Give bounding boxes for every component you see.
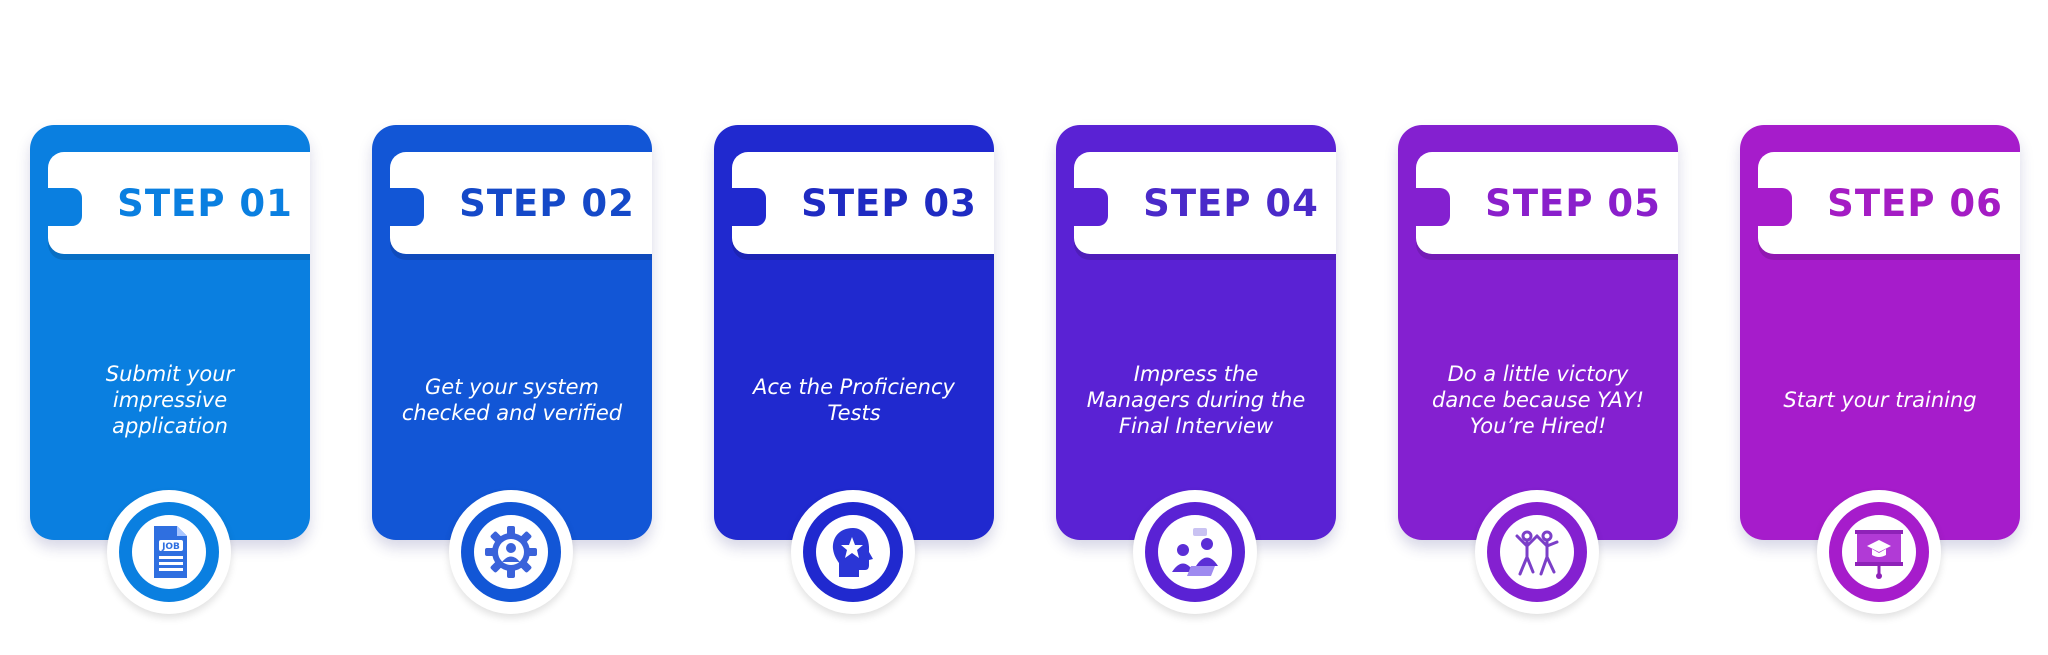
step-description: Do a little victory dance because YAY! Y… bbox=[1432, 361, 1644, 439]
step-01: STEP 01 Submit your impressive applicati… bbox=[30, 125, 310, 615]
step-05: STEP 05 Do a little victory dance becaus… bbox=[1398, 125, 1678, 615]
step-description: Start your training bbox=[1783, 387, 1977, 412]
step-tab: STEP 04 bbox=[1072, 152, 1336, 254]
step-02: STEP 02 Get your system checked and veri… bbox=[372, 125, 652, 615]
step-label: STEP 06 bbox=[1827, 181, 2003, 225]
icon-badge bbox=[1475, 490, 1599, 614]
victory-dance-icon bbox=[1515, 530, 1559, 576]
step-03: STEP 03 Ace the Proficiency Tests bbox=[714, 125, 994, 615]
step-tab: STEP 05 bbox=[1414, 152, 1678, 254]
step-description: Impress the Managers during the Final In… bbox=[1086, 361, 1306, 439]
tab-notch bbox=[1414, 188, 1450, 226]
tab-notch bbox=[46, 188, 82, 226]
tab-notch bbox=[730, 188, 766, 226]
step-label: STEP 04 bbox=[1143, 181, 1319, 225]
step-tab: STEP 01 bbox=[46, 152, 310, 254]
interview-people-icon bbox=[1172, 528, 1218, 576]
step-description: Get your system checked and verified bbox=[401, 374, 623, 425]
step-04: STEP 04 Impress the Managers during the … bbox=[1056, 125, 1336, 615]
svg-text:JOB: JOB bbox=[161, 542, 180, 552]
step-tab: STEP 06 bbox=[1756, 152, 2020, 254]
step-label: STEP 05 bbox=[1485, 181, 1661, 225]
tab-notch bbox=[388, 188, 424, 226]
step-label: STEP 01 bbox=[117, 181, 293, 225]
gear-user-icon bbox=[485, 526, 537, 578]
icon-badge bbox=[1817, 490, 1941, 614]
icon-badge bbox=[449, 490, 573, 614]
step-description: Submit your impressive application bbox=[105, 361, 235, 439]
head-star-icon bbox=[832, 528, 873, 577]
step-label: STEP 02 bbox=[459, 181, 635, 225]
step-tab: STEP 03 bbox=[730, 152, 994, 254]
tab-notch bbox=[1756, 188, 1792, 226]
step-06: STEP 06 Start your training bbox=[1740, 125, 2020, 615]
training-board-icon bbox=[1855, 530, 1903, 579]
step-tab: STEP 02 bbox=[388, 152, 652, 254]
icon-badge: JOB bbox=[107, 490, 231, 614]
tab-notch bbox=[1072, 188, 1108, 226]
icon-badge bbox=[1133, 490, 1257, 614]
job-document-icon: JOB bbox=[154, 526, 187, 578]
step-label: STEP 03 bbox=[801, 181, 977, 225]
icon-badge bbox=[791, 490, 915, 614]
step-description: Ace the Proficiency Tests bbox=[753, 374, 955, 425]
